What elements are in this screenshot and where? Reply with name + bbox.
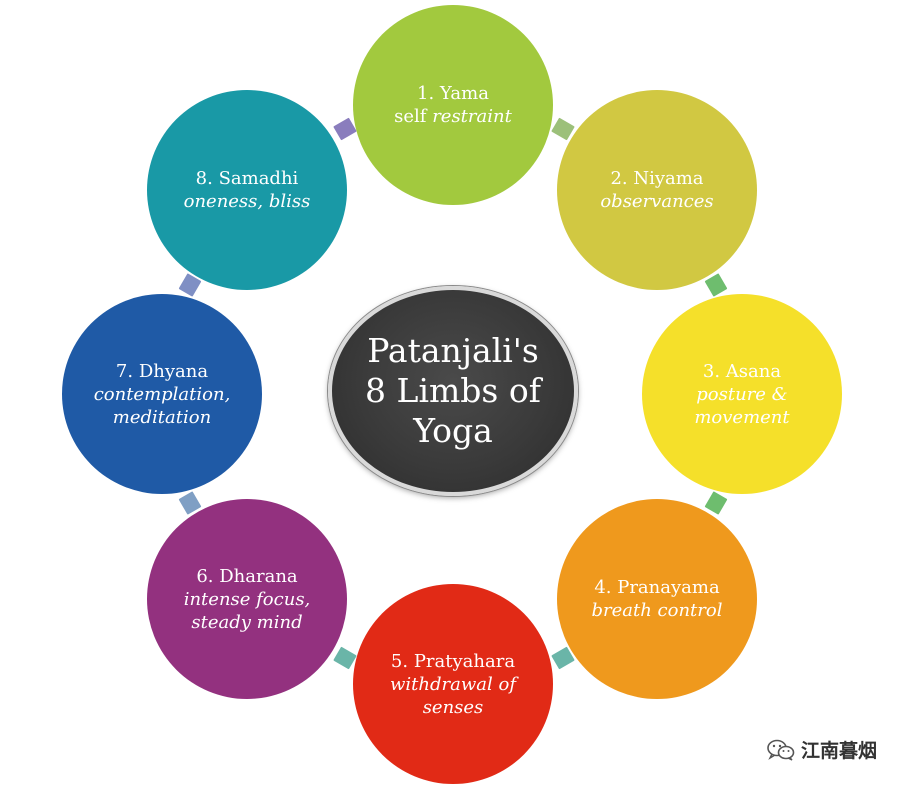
limb-title: 1. Yama	[417, 83, 489, 104]
limb-subtitle: observances	[600, 191, 714, 212]
limb-subtitle: withdrawal of senses	[390, 673, 516, 718]
limb-asana: 3. Asana posture & movement	[642, 294, 842, 494]
limb-title: 5. Pratyahara	[390, 650, 516, 672]
limb-subtitle: breath control	[591, 600, 723, 621]
limb-subtitle: posture & movement	[694, 383, 790, 428]
limb-subtitle: self restraint	[394, 106, 512, 127]
limb-yama: 1. Yama self restraint	[353, 5, 553, 205]
limb-title: 4. Pranayama	[594, 577, 720, 598]
wechat-icon	[767, 739, 795, 761]
connector-3-4	[704, 491, 728, 515]
limb-dhyana: 7. Dhyana contemplation, meditation	[62, 294, 262, 494]
limb-title: 8. Samadhi	[195, 168, 299, 189]
limb-pratyahara: 5. Pratyahara withdrawal of senses	[353, 584, 553, 784]
limb-title: 3. Asana	[702, 360, 782, 382]
limb-title: 2. Niyama	[610, 168, 704, 189]
limb-title: 6. Dharana	[196, 565, 298, 587]
connector-5-6	[333, 646, 357, 670]
limb-dharana: 6. Dharana intense focus, steady mind	[147, 499, 347, 699]
connector-8-1	[333, 117, 357, 141]
limb-title: 7. Dhyana	[115, 360, 209, 382]
limb-pranayama: 4. Pranayama breath control	[557, 499, 757, 699]
limb-samadhi: 8. Samadhi oneness, bliss	[147, 90, 347, 290]
limb-niyama: 2. Niyama observances	[557, 90, 757, 290]
limb-subtitle: intense focus, steady mind	[183, 588, 311, 633]
watermark-text: 江南暮烟	[800, 740, 877, 762]
limb-subtitle: oneness, bliss	[183, 191, 311, 212]
connector-2-3	[704, 273, 728, 297]
center-title: Patanjali's 8 Limbs of Yoga	[365, 331, 541, 450]
center-hub: Patanjali's 8 Limbs of Yoga	[328, 286, 578, 496]
limb-subtitle: contemplation, meditation	[93, 383, 231, 428]
watermark: 江南暮烟	[767, 736, 877, 763]
